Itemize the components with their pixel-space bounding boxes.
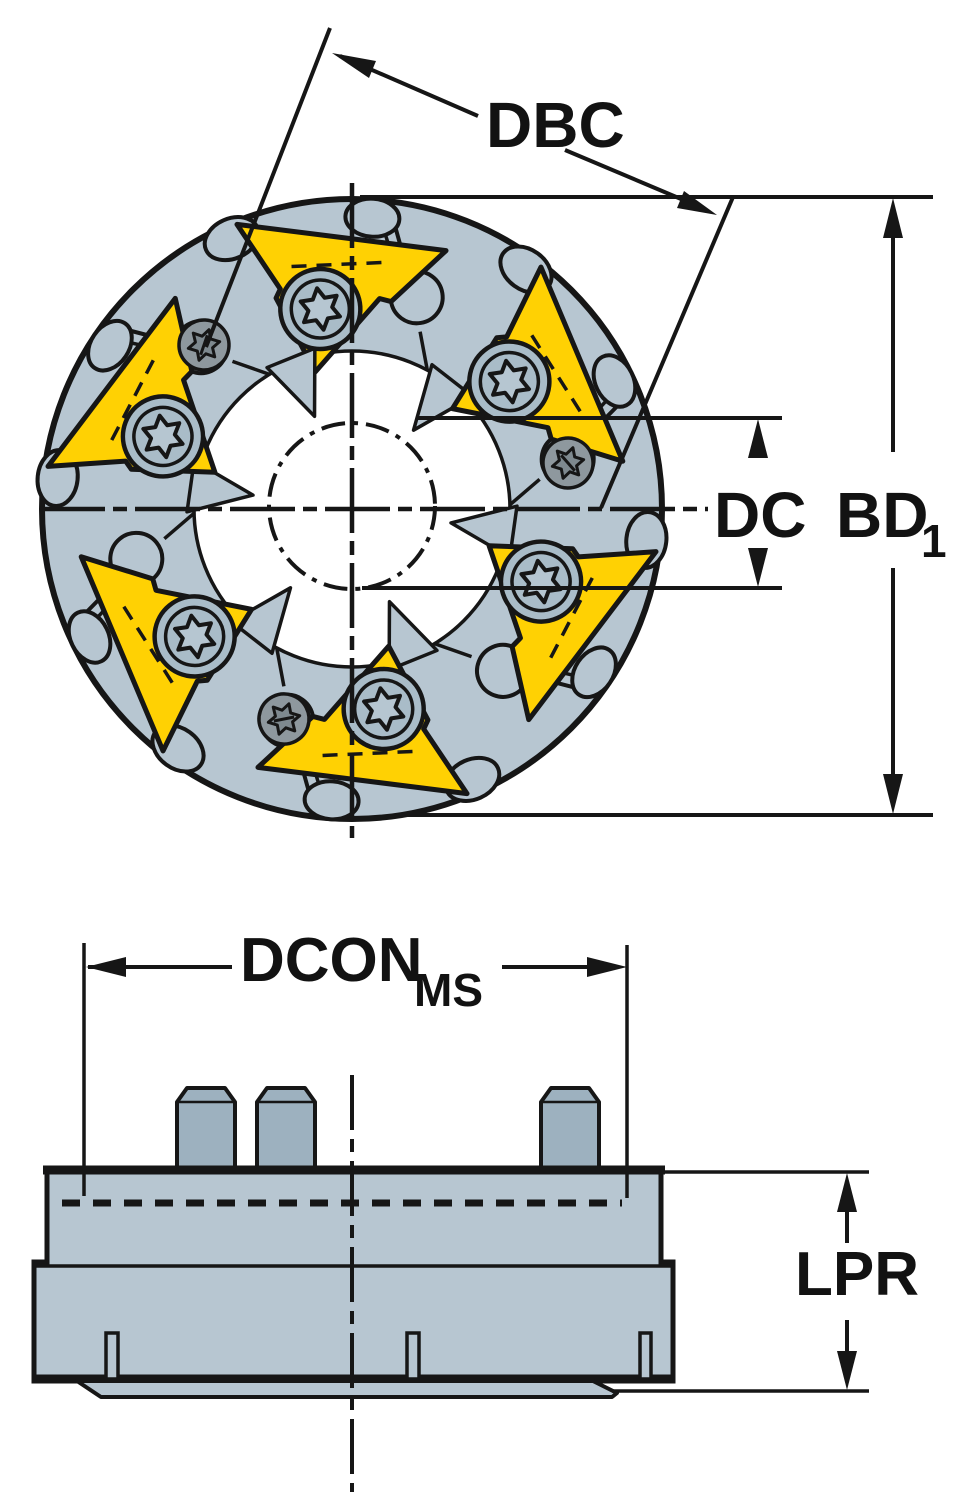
dbc-arrowhead (677, 191, 717, 215)
dimension-dcon: DCON MS (82, 926, 629, 1198)
dcon-arrowhead (587, 957, 627, 977)
drive-stud (539, 1086, 601, 1174)
bd1-label-subscript: 1 (921, 515, 947, 567)
bottom-lip (75, 1379, 619, 1399)
bd1-arrowhead (883, 774, 903, 814)
bottom-slot (638, 1331, 653, 1381)
dc-arrowhead (748, 548, 768, 587)
lpr-label: LPR (795, 1240, 919, 1309)
dcon-label-subscript: MS (414, 964, 483, 1016)
dimension-dbc: DBC (204, 27, 735, 509)
drive-stud (175, 1086, 237, 1174)
dimension-lpr: LPR (612, 1170, 919, 1393)
cutter-top-view (19, 179, 708, 839)
dbc-arrowhead (332, 53, 376, 78)
bd1-label: BD (836, 479, 928, 551)
lpr-arrowhead (837, 1351, 857, 1390)
lpr-arrowhead (837, 1173, 857, 1212)
dc-arrowhead (748, 419, 768, 458)
dbc-tangent-line (204, 27, 332, 348)
dcon-label: DCON (240, 926, 423, 995)
dcon-arrowhead (86, 957, 126, 977)
dimension-bd1: BD 1 (360, 195, 947, 817)
dbc-label: DBC (486, 89, 625, 161)
bore-circle (267, 421, 437, 591)
bd1-arrowhead (883, 198, 903, 238)
dimension-dc: DC (362, 416, 806, 590)
dc-label: DC (714, 479, 806, 551)
bottom-slot (104, 1331, 120, 1381)
bottom-slot (405, 1331, 421, 1381)
drive-stud (255, 1086, 317, 1174)
dbc-tangent-line (599, 196, 735, 509)
cutter-side-view (31, 1075, 676, 1492)
